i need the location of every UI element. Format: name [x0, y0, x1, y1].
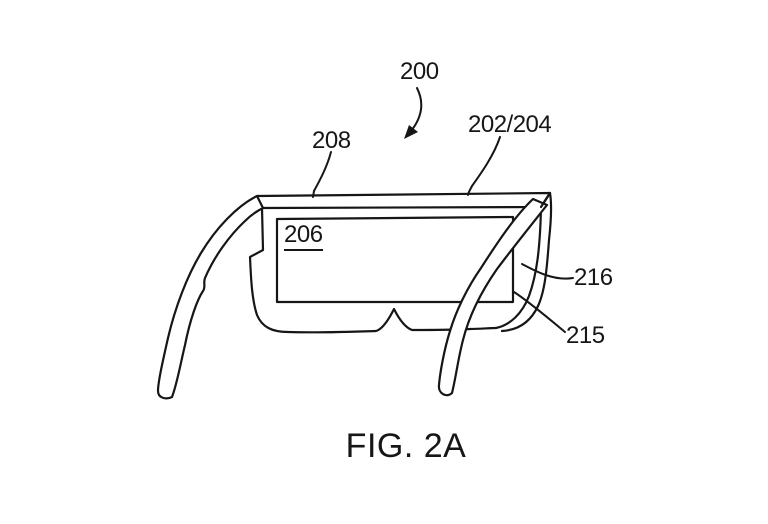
left-temple-arm: [156, 194, 265, 400]
frame-right-inner-edge: [494, 206, 543, 330]
right-temple-arm: [437, 197, 549, 397]
leader-line-202-204: [467, 136, 501, 196]
leader-line-216: [521, 263, 574, 280]
ref-label-208: 208: [312, 127, 351, 154]
leader-line-208: [312, 151, 332, 198]
frame-corner-bevel: [539, 191, 552, 209]
leader-line-200: [410, 87, 423, 132]
ref-label-215: 215: [566, 322, 605, 349]
display-window: [275, 215, 515, 304]
figure-caption: FIG. 2A: [345, 427, 467, 465]
ref-label-206: 206: [284, 223, 323, 251]
top-bar: [255, 191, 552, 210]
ref-label-200: 200: [400, 58, 439, 85]
leader-line-215: [513, 291, 566, 333]
frame-right-outer-edge: [500, 191, 553, 333]
ref-label-202-204: 202/204: [468, 111, 552, 138]
ref-label-216: 216: [574, 264, 613, 291]
arrowhead-200: [404, 125, 418, 139]
